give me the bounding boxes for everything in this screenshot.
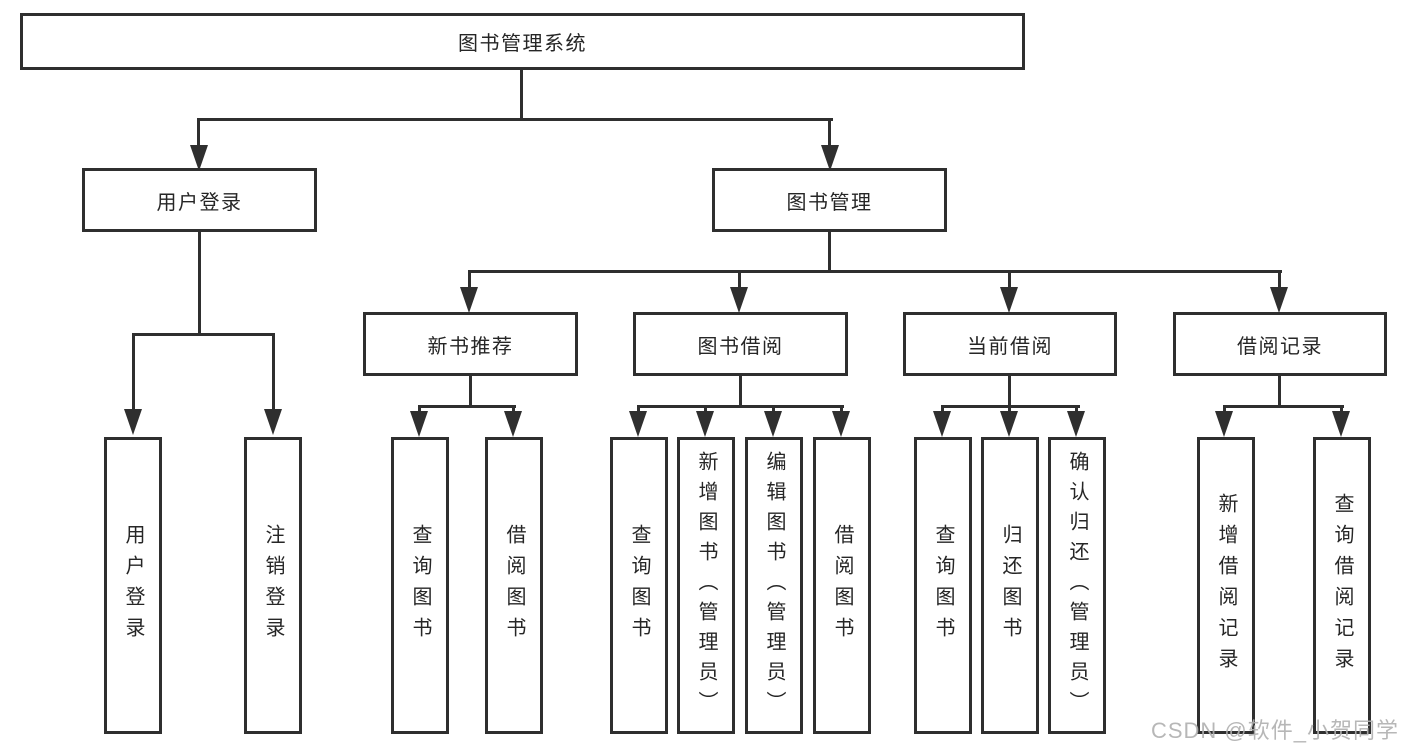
connector-current-drop-3	[1075, 405, 1078, 413]
node-new-book-recommend: 新书推荐	[363, 312, 578, 376]
node-leaf-return-books-label: 归还图书	[999, 523, 1021, 648]
arrowhead-current-confirm	[1067, 411, 1085, 437]
node-user-login: 用户登录	[82, 168, 317, 232]
arrowhead-records-add	[1215, 411, 1233, 437]
node-leaf-user-login: 用户登录	[104, 437, 162, 734]
connector-user-login-drop-1	[132, 333, 135, 411]
node-leaf-add-books-admin: 新增图书（管理员）	[677, 437, 735, 734]
arrowhead-new-book-recommend	[460, 287, 478, 313]
connector-recommend-branch	[418, 405, 516, 408]
node-current-borrow: 当前借阅	[903, 312, 1117, 376]
arrowhead-recommend-borrow	[504, 411, 522, 437]
connector-root-stem	[520, 70, 523, 120]
arrowhead-borrow-records	[1270, 287, 1288, 313]
connector-borrow-drop-3	[772, 405, 775, 413]
arrowhead-borrow-edit	[764, 411, 782, 437]
connector-recommend-drop-1	[418, 405, 421, 413]
connector-records-drop-2	[1340, 405, 1343, 413]
connector-recommend-stem	[469, 376, 472, 407]
arrowhead-borrow-query	[629, 411, 647, 437]
node-root-label: 图书管理系统	[458, 33, 587, 55]
node-leaf-query-borrow-record: 查询借阅记录	[1313, 437, 1371, 734]
connector-root-drop-right	[828, 118, 831, 148]
connector-current-stem	[1008, 376, 1011, 407]
node-leaf-add-borrow-record: 新增借阅记录	[1197, 437, 1255, 734]
node-leaf-borrow-borrow-books: 借阅图书	[813, 437, 871, 734]
arrowhead-book-management	[821, 145, 839, 171]
arrowhead-borrow-add	[696, 411, 714, 437]
connector-borrow-stem	[739, 376, 742, 407]
node-leaf-edit-books-admin-label: 编辑图书（管理员）	[763, 450, 785, 721]
node-leaf-confirm-return-admin-label: 确认归还（管理员）	[1066, 450, 1088, 721]
connector-user-login-drop-2	[272, 333, 275, 411]
arrowhead-records-query	[1332, 411, 1350, 437]
connector-records-branch	[1223, 405, 1344, 408]
connector-borrow-drop-2	[704, 405, 707, 413]
arrowhead-borrow-borrow	[832, 411, 850, 437]
node-book-management-label: 图书管理	[786, 191, 873, 214]
connector-book-mgmt-drop-3	[1008, 270, 1011, 289]
connector-root-branch	[197, 118, 833, 121]
node-leaf-borrow-query-books-label: 查询图书	[628, 523, 650, 648]
node-leaf-add-borrow-record-label: 新增借阅记录	[1215, 492, 1237, 679]
node-leaf-confirm-return-admin: 确认归还（管理员）	[1048, 437, 1106, 734]
node-leaf-current-query-books-label: 查询图书	[932, 523, 954, 648]
arrowhead-recommend-query	[410, 411, 428, 437]
connector-current-drop-1	[941, 405, 944, 413]
node-leaf-current-query-books: 查询图书	[914, 437, 972, 734]
arrowhead-current-borrow	[1000, 287, 1018, 313]
connector-recommend-drop-2	[512, 405, 515, 413]
node-book-borrow-label: 图书借阅	[697, 335, 784, 358]
node-new-book-recommend-label: 新书推荐	[427, 335, 514, 358]
connector-records-drop-1	[1223, 405, 1226, 413]
node-leaf-borrow-query-books: 查询图书	[610, 437, 668, 734]
node-leaf-recommend-borrow-books: 借阅图书	[485, 437, 543, 734]
arrowhead-leaf-user-login	[124, 409, 142, 435]
node-leaf-query-borrow-record-label: 查询借阅记录	[1331, 492, 1353, 679]
csdn-watermark: CSDN @软件_小贺同学	[1150, 718, 1399, 743]
connector-borrow-branch	[637, 405, 844, 408]
arrowhead-leaf-logout	[264, 409, 282, 435]
node-root: 图书管理系统	[20, 13, 1025, 70]
connector-book-mgmt-drop-2	[738, 270, 741, 289]
node-leaf-recommend-borrow-books-label: 借阅图书	[503, 523, 525, 648]
node-borrow-records: 借阅记录	[1173, 312, 1387, 376]
node-current-borrow-label: 当前借阅	[967, 335, 1053, 358]
arrowhead-current-return	[1000, 411, 1018, 437]
node-borrow-records-label: 借阅记录	[1237, 335, 1323, 358]
node-user-login-label: 用户登录	[156, 191, 243, 214]
node-leaf-recommend-query-books-label: 查询图书	[409, 523, 431, 648]
node-leaf-borrow-borrow-books-label: 借阅图书	[831, 523, 853, 648]
node-leaf-logout: 注销登录	[244, 437, 302, 734]
node-leaf-recommend-query-books: 查询图书	[391, 437, 449, 734]
node-leaf-user-login-label: 用户登录	[122, 523, 144, 648]
node-leaf-edit-books-admin: 编辑图书（管理员）	[745, 437, 803, 734]
connector-borrow-drop-4	[840, 405, 843, 413]
connector-user-login-branch	[132, 333, 275, 336]
node-leaf-add-books-admin-label: 新增图书（管理员）	[695, 450, 717, 721]
arrowhead-current-query	[933, 411, 951, 437]
connector-root-drop-left	[197, 118, 200, 148]
connector-borrow-drop-1	[637, 405, 640, 413]
arrowhead-user-login	[190, 145, 208, 171]
connector-book-mgmt-drop-1	[468, 270, 471, 289]
connector-book-mgmt-stem	[828, 232, 831, 272]
connector-book-mgmt-branch	[468, 270, 1282, 273]
connector-current-drop-2	[1008, 405, 1011, 413]
node-leaf-return-books: 归还图书	[981, 437, 1039, 734]
node-book-management: 图书管理	[712, 168, 947, 232]
connector-records-stem	[1278, 376, 1281, 407]
arrowhead-book-borrow	[730, 287, 748, 313]
node-leaf-logout-label: 注销登录	[262, 523, 284, 648]
connector-user-login-stem	[198, 232, 201, 335]
node-book-borrow: 图书借阅	[633, 312, 848, 376]
connector-book-mgmt-drop-4	[1278, 270, 1281, 289]
